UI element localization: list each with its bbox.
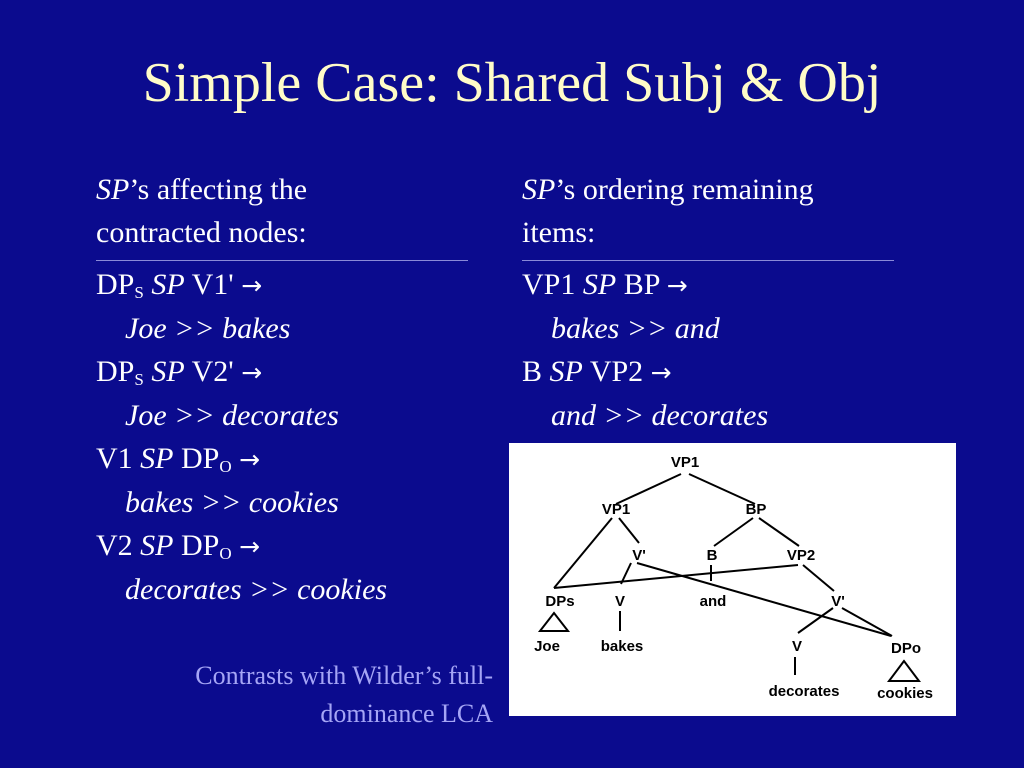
node-vp1-top: VP1 <box>671 454 699 471</box>
left-header-rule <box>96 260 468 261</box>
branch-line <box>688 473 756 505</box>
syntax-tree-svg: VP1 VP1 BP V' B VP2 DPs V and V' Joe bak… <box>534 454 933 702</box>
rule-lhs: V2 <box>96 529 133 562</box>
branch-line <box>620 562 632 585</box>
contrast-note: Contrasts with Wilder’s full- dominance … <box>195 657 493 733</box>
left-result-4: decorates >> cookies <box>125 573 388 606</box>
rule-op: SP <box>151 268 185 301</box>
contrast-note-line1: Contrasts with Wilder’s full- <box>195 661 493 690</box>
rule-op: SP <box>140 529 174 562</box>
rule-lhs-sub: S <box>134 370 144 389</box>
rule-rhs: DP <box>181 442 220 475</box>
branch-line <box>802 564 835 592</box>
right-rule-1: VP1 SP BP → <box>522 263 894 307</box>
rule-rhs: VP2 <box>589 355 644 388</box>
right-arrow-icon: → <box>241 358 263 387</box>
right-column: SP’s ordering remaining items: VP1 SP BP… <box>522 168 894 437</box>
branch-line <box>618 517 640 544</box>
right-arrow-icon: → <box>650 358 672 387</box>
right-rule-2: B SP VP2 → <box>522 350 894 394</box>
right-arrow-icon: → <box>241 271 263 300</box>
slide-title: Simple Case: Shared Subj & Obj <box>142 52 882 114</box>
right-result-1: bakes >> and <box>551 312 720 345</box>
leaf-cookies: cookies <box>877 685 933 702</box>
node-v-left: V <box>615 593 625 610</box>
left-header-line2: contracted nodes: <box>96 216 307 249</box>
leaf-and: and <box>700 593 727 610</box>
rule-rhs: V2' <box>191 355 234 388</box>
leaf-joe: Joe <box>534 638 560 655</box>
rule-op: SP <box>549 355 583 388</box>
triangle-dps <box>537 611 571 632</box>
left-result-1: Joe >> bakes <box>125 312 291 345</box>
right-result-2: and >> decorates <box>551 399 769 432</box>
branch-line <box>615 473 682 505</box>
node-dpo: DPo <box>891 640 921 657</box>
left-result-3: bakes >> cookies <box>125 486 339 519</box>
branch-line <box>553 564 799 589</box>
rule-op: SP <box>140 442 174 475</box>
left-header: SP’s affecting the contracted nodes: <box>96 168 468 254</box>
left-rule-2: DPS SP V2' → <box>96 350 468 394</box>
rule-lhs: V1 <box>96 442 133 475</box>
branch-line <box>713 517 754 547</box>
rule-rhs: BP <box>623 268 660 301</box>
tree-branches <box>537 473 921 682</box>
branch-line <box>841 607 893 637</box>
branch-line <box>797 607 834 634</box>
node-b: B <box>707 547 718 564</box>
node-vp2: VP2 <box>787 547 815 564</box>
branch-line <box>758 517 800 547</box>
rule-lhs: B <box>522 355 543 388</box>
rule-rhs: V1' <box>191 268 234 301</box>
left-result-2: Joe >> decorates <box>125 399 339 432</box>
rule-lhs-sub: S <box>134 283 144 302</box>
right-header-line1: ’s ordering remaining <box>555 173 814 206</box>
rule-rhs-sub: O <box>219 544 232 563</box>
rule-rhs: DP <box>181 529 220 562</box>
left-rule-3: V1 SP DPO → <box>96 437 468 481</box>
rule-lhs: VP1 <box>522 268 576 301</box>
right-arrow-icon: → <box>666 271 688 300</box>
node-dps: DPs <box>545 593 574 610</box>
rule-lhs: DP <box>96 355 135 388</box>
rule-rhs-sub: O <box>219 457 232 476</box>
node-vbar-right: V' <box>831 593 845 610</box>
node-vp1: VP1 <box>602 501 630 518</box>
branch-line <box>636 562 892 637</box>
rule-lhs: DP <box>96 268 135 301</box>
right-arrow-icon: → <box>239 445 261 474</box>
triangle-dpo <box>887 659 921 682</box>
right-header-line2: items: <box>522 216 596 249</box>
syntax-tree-diagram: VP1 VP1 BP V' B VP2 DPs V and V' Joe bak… <box>509 443 956 716</box>
left-rule-4: V2 SP DPO → <box>96 524 468 568</box>
leaf-bakes: bakes <box>601 638 644 655</box>
left-rule-1: DPS SP V1' → <box>96 263 468 307</box>
branch-line <box>553 517 613 589</box>
leaf-decorates: decorates <box>769 683 840 700</box>
left-header-line1: ’s affecting the <box>129 173 308 206</box>
rule-op: SP <box>151 355 185 388</box>
right-arrow-icon: → <box>239 532 261 561</box>
left-header-sp: SP <box>96 173 130 206</box>
node-bp: BP <box>746 501 767 518</box>
node-v-right: V <box>792 638 802 655</box>
rule-op: SP <box>582 268 617 301</box>
left-column: SP’s affecting the contracted nodes: DPS… <box>96 168 468 611</box>
right-header-sp: SP <box>522 173 556 206</box>
right-header-rule <box>522 260 894 261</box>
right-header: SP’s ordering remaining items: <box>522 168 894 254</box>
contrast-note-line2: dominance LCA <box>320 699 493 728</box>
node-vbar-left: V' <box>632 547 646 564</box>
tree-labels: VP1 VP1 BP V' B VP2 DPs V and V' Joe bak… <box>534 454 933 702</box>
